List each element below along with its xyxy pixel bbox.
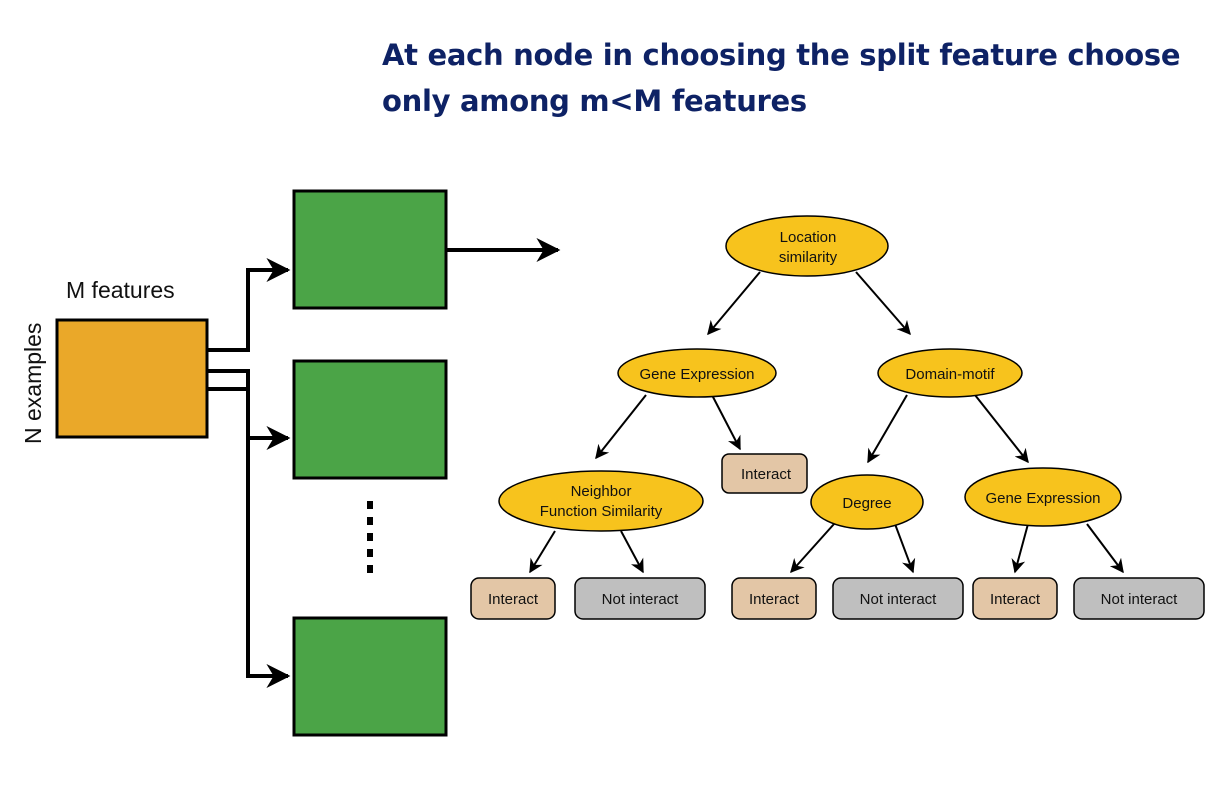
tree-leaf-interact-2: Interact	[731, 577, 817, 620]
svg-text:Interact: Interact	[741, 466, 792, 483]
ellipsis-dots	[367, 501, 373, 573]
n-examples-label: N examples	[20, 323, 46, 444]
tree-leaf-not-interact-2: Not interact	[832, 577, 964, 620]
root-label-line1: Location	[780, 229, 837, 246]
svg-text:Gene Expression: Gene Expression	[985, 490, 1100, 507]
tree-leaf-interact-mid: Interact	[721, 453, 808, 494]
tree-node-degree: Degree	[810, 474, 924, 530]
subset-box-1	[292, 189, 448, 310]
m-features-label: M features	[66, 277, 175, 303]
connector-top	[207, 258, 291, 352]
tree-leaf-interact-1: Interact	[470, 577, 556, 620]
svg-text:Domain-motif: Domain-motif	[905, 366, 995, 383]
svg-text:Interact: Interact	[749, 591, 800, 608]
svg-text:Degree: Degree	[842, 495, 891, 512]
tree-leaf-not-interact-3: Not interact	[1073, 577, 1205, 620]
svg-text:Not interact: Not interact	[602, 591, 680, 608]
tree-node-root: Location similarity	[725, 215, 889, 277]
svg-text:Function Similarity: Function Similarity	[540, 503, 663, 520]
tree-node-domain-motif: Domain-motif	[877, 348, 1023, 398]
svg-text:Not interact: Not interact	[860, 591, 938, 608]
dataset-box	[55, 318, 209, 439]
tree-node-neighbor-function-similarity: Neighbor Function Similarity	[498, 470, 704, 532]
title-line-2: only among m<M features	[382, 84, 807, 118]
title-line-1: At each node in choosing the split featu…	[382, 38, 1181, 72]
root-label-line2: similarity	[779, 249, 838, 266]
svg-text:Interact: Interact	[488, 591, 539, 608]
subset-box-3	[292, 616, 448, 737]
tree-node-gene-expression-left: Gene Expression	[617, 348, 777, 398]
subset-box-2	[292, 359, 448, 480]
tree-leaf-not-interact-1: Not interact	[574, 577, 706, 620]
svg-text:Neighbor: Neighbor	[571, 483, 632, 500]
tree-edges	[529, 271, 1124, 574]
svg-text:Not interact: Not interact	[1101, 591, 1179, 608]
tree-node-gene-expression-right: Gene Expression	[964, 467, 1122, 527]
svg-text:Interact: Interact	[990, 591, 1041, 608]
tree-leaf-interact-3: Interact	[972, 577, 1058, 620]
slide-title: At each node in choosing the split featu…	[382, 32, 1182, 124]
svg-text:Gene Expression: Gene Expression	[639, 366, 754, 383]
connector-bottom	[207, 387, 291, 688]
